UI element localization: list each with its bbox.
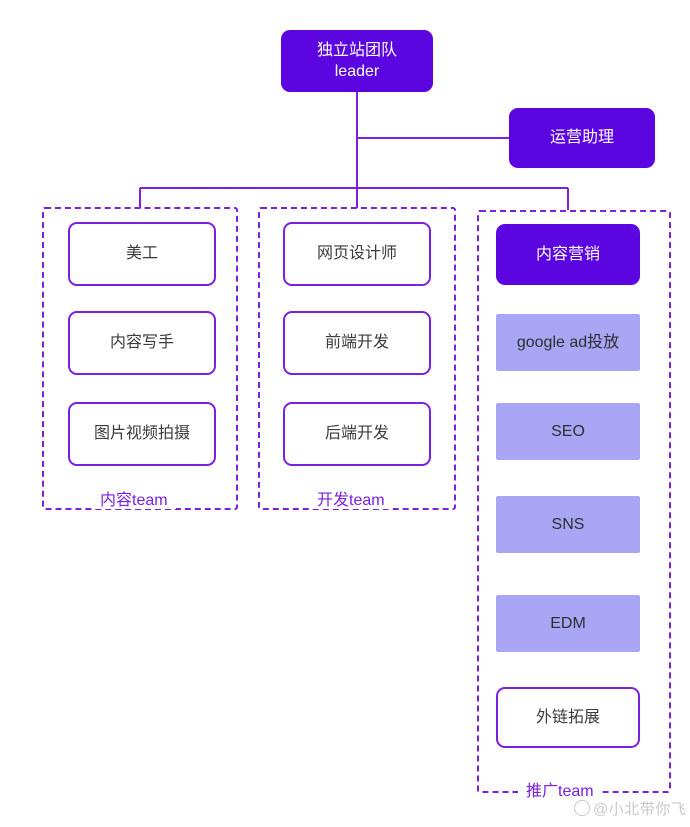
node-label: 前端开发 [324, 334, 389, 352]
group-label-dev-team: 开发team [309, 493, 393, 509]
node-label: 图片视频拍摄 [93, 425, 190, 443]
node-google-ads[interactable]: google ad投放 [496, 314, 640, 371]
node-web-designer[interactable]: 网页设计师 [283, 222, 431, 286]
node-assistant-label: 运营助理 [549, 129, 614, 147]
group-content-team [42, 207, 238, 510]
node-edm[interactable]: EDM [496, 595, 640, 652]
node-label: 内容写手 [109, 334, 174, 352]
node-frontend-dev[interactable]: 前端开发 [283, 311, 431, 375]
node-label: 内容营销 [535, 245, 600, 263]
group-dev-team [258, 207, 456, 510]
node-label: 后端开发 [324, 425, 389, 443]
watermark: @小北带你飞 [574, 798, 686, 819]
node-meigong[interactable]: 美工 [68, 222, 216, 286]
node-root[interactable]: 独立站团队 leader [281, 30, 433, 92]
node-root-line2: leader [334, 63, 380, 80]
node-photo-video[interactable]: 图片视频拍摄 [68, 402, 216, 466]
node-label: 网页设计师 [316, 245, 397, 263]
node-backlink-expansion[interactable]: 外链拓展 [496, 687, 640, 748]
node-seo[interactable]: SEO [496, 403, 640, 460]
node-backend-dev[interactable]: 后端开发 [283, 402, 431, 466]
node-assistant[interactable]: 运营助理 [509, 108, 655, 168]
node-content-writer[interactable]: 内容写手 [68, 311, 216, 375]
node-root-line1: 独立站团队 [316, 41, 397, 59]
node-sns[interactable]: SNS [496, 496, 640, 553]
node-label: EDM [550, 614, 586, 632]
watermark-logo-icon [574, 800, 590, 816]
node-label: SNS [551, 515, 585, 533]
node-label: SEO [551, 422, 585, 440]
group-label-content-team: 内容team [92, 493, 176, 509]
node-label: google ad投放 [516, 333, 620, 351]
node-label: 外链拓展 [535, 708, 600, 726]
watermark-text: @小北带你飞 [593, 801, 687, 818]
group-label-promotion-team: 推广team [518, 784, 602, 800]
node-content-marketing[interactable]: 内容营销 [496, 224, 640, 285]
node-label: 美工 [125, 245, 158, 263]
